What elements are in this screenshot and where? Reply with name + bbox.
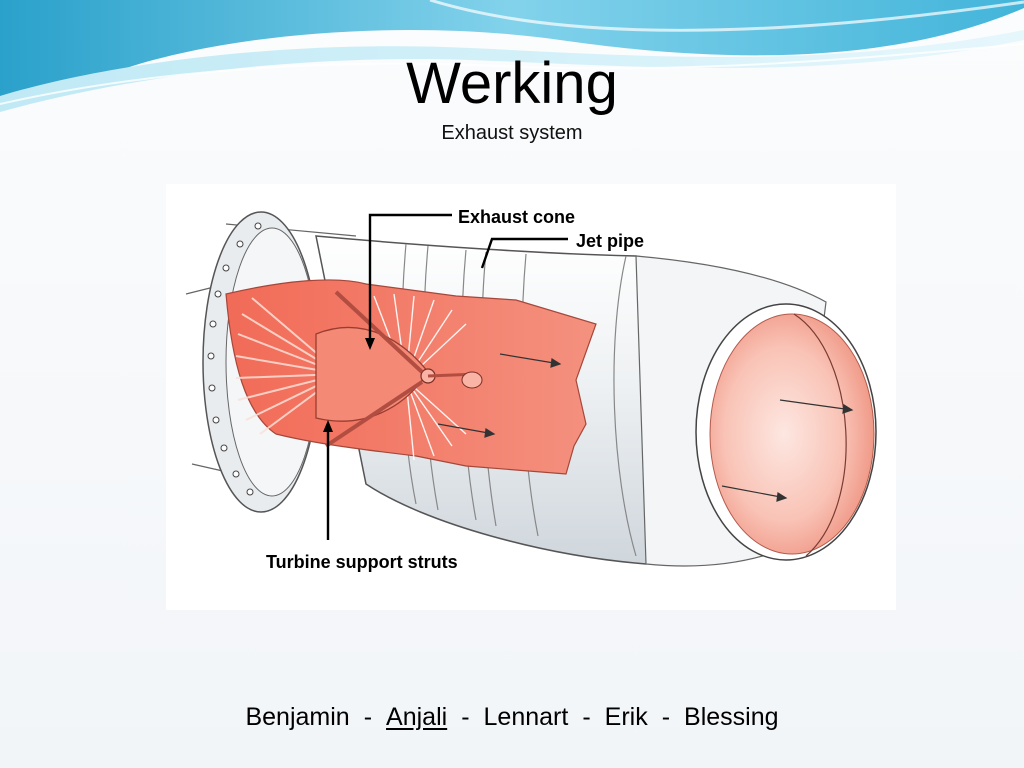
header-wave-decoration bbox=[0, 0, 1024, 112]
name-separator: - bbox=[461, 703, 470, 731]
name-anjali[interactable]: Anjali bbox=[386, 703, 448, 731]
name-erik: Erik bbox=[604, 703, 648, 731]
label-jet-pipe: Jet pipe bbox=[576, 231, 645, 251]
label-exhaust-cone: Exhaust cone bbox=[458, 207, 576, 227]
engine-cutaway-illustration bbox=[185, 211, 877, 567]
name-benjamin: Benjamin bbox=[245, 703, 350, 731]
name-separator: - bbox=[363, 703, 373, 731]
label-turbine-support-struts: Turbine support struts bbox=[266, 552, 458, 572]
name-blessing: Blessing bbox=[684, 703, 779, 731]
slide-subtitle: Exhaust system bbox=[441, 122, 583, 144]
name-separator: - bbox=[582, 703, 591, 731]
presenter-names: Benjamin-Anjali-Lennart-Erik-Blessing bbox=[0, 700, 1024, 734]
name-separator: - bbox=[661, 703, 671, 731]
exhaust-system-diagram: Exhaust cone Jet pipe Turbine support st… bbox=[166, 184, 896, 610]
slide-title: Werking bbox=[406, 51, 618, 116]
name-lennart: Lennart bbox=[483, 703, 569, 731]
